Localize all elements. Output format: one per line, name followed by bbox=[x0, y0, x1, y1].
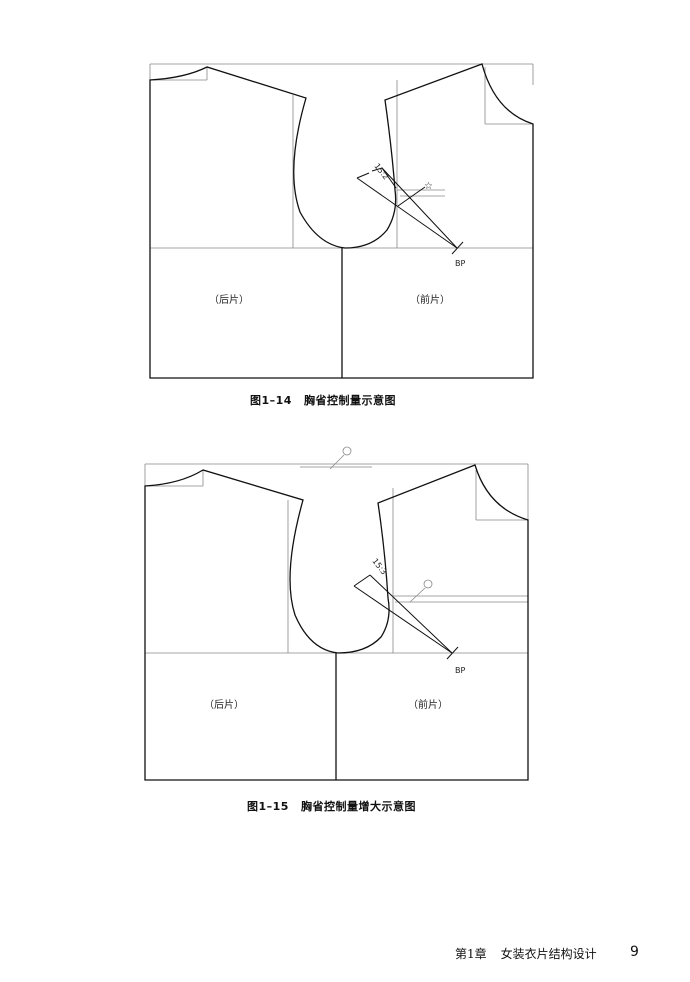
seam-marker bbox=[329, 446, 433, 603]
construction-lines bbox=[149, 63, 534, 249]
figure-2-title: 胸省控制量增大示意图 bbox=[300, 800, 416, 813]
chapter-number: 第1章 bbox=[455, 947, 487, 961]
bp-label: BP bbox=[455, 259, 465, 268]
back-piece-label: （后片） bbox=[209, 293, 249, 306]
construction-lines bbox=[144, 463, 529, 654]
bust-dart bbox=[356, 167, 464, 255]
chapter-title: 女装衣片结构设计 bbox=[500, 947, 597, 961]
pattern-diagram-2: 15:3 BP （后片） （前片） bbox=[144, 446, 529, 781]
front-piece-label: （前片） bbox=[410, 293, 450, 306]
figure-1: 15:2 ☆ BP （后片） （前片） 图1–14 胸省控制量示意图 bbox=[0, 40, 690, 407]
page-number: 9 bbox=[630, 944, 639, 960]
figure-1-title: 胸省控制量示意图 bbox=[303, 394, 396, 407]
pattern-outline bbox=[144, 464, 529, 781]
figure-1-number: 图1–14 bbox=[250, 394, 292, 407]
figure-2-caption: 图1–15 胸省控制量增大示意图 bbox=[247, 798, 416, 814]
figure-1-caption: 图1–14 胸省控制量示意图 bbox=[250, 392, 396, 408]
figure-2-number: 图1–15 bbox=[247, 800, 289, 813]
star-marker: ☆ bbox=[424, 181, 433, 192]
dart-ratio-label: 15:2 bbox=[372, 162, 390, 182]
back-piece-label: （后片） bbox=[204, 698, 244, 711]
figure-2: 15:3 BP （后片） （前片） 图1–15 胸省控制量增大示意图 bbox=[0, 440, 690, 813]
bust-dart bbox=[353, 574, 459, 660]
pattern-outline bbox=[149, 63, 534, 379]
pattern-diagram-1: 15:2 ☆ BP （后片） （前片） bbox=[149, 63, 534, 379]
page-footer: 第1章女装衣片结构设计 9 bbox=[455, 944, 639, 962]
bp-label: BP bbox=[455, 666, 465, 675]
front-piece-label: （前片） bbox=[408, 698, 448, 711]
